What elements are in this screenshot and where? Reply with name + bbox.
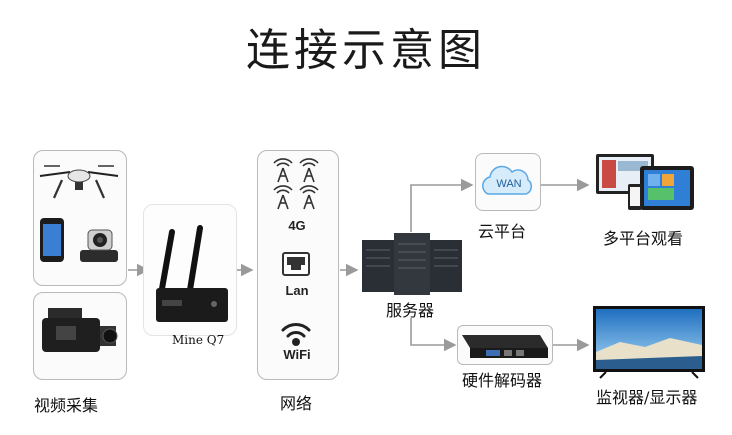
- encoder-label: Mine Q7: [172, 333, 225, 347]
- decoder-label: 硬件解码器: [462, 371, 543, 390]
- network-wifi-label: WiFi: [283, 347, 311, 362]
- drone-icon: [39, 165, 119, 199]
- server-label: 服务器: [386, 301, 435, 320]
- camcorder-icon: [42, 308, 118, 352]
- ethernet-port-icon: [282, 252, 310, 276]
- display-label: 监视器/显示器: [596, 388, 698, 407]
- cloud-badge: WAN: [496, 178, 522, 190]
- wifi-icon: [281, 323, 311, 346]
- page-title: 连接示意图: [246, 25, 486, 76]
- network-label: 网络: [280, 394, 313, 413]
- phone-icon: [628, 184, 642, 210]
- cell-tower-icon: [273, 158, 319, 210]
- cloud-icon: [482, 165, 532, 195]
- smartphone-icon: [40, 218, 64, 262]
- encoder-icon: [156, 225, 228, 322]
- arrow-server-to-cloud: [410, 178, 474, 232]
- tv-display-icon: [593, 306, 705, 379]
- cloud-label: 云平台: [478, 222, 527, 241]
- ptz-camera-icon: [80, 229, 118, 262]
- capture-label: 视频采集: [34, 396, 99, 415]
- arrow-server-to-decoder: [410, 318, 457, 352]
- decoder-icon: [462, 335, 548, 358]
- server-icon: [362, 233, 462, 295]
- multiplatform-label: 多平台观看: [603, 229, 684, 248]
- network-lan-label: Lan: [285, 283, 309, 298]
- tablet-icon: [640, 166, 694, 210]
- network-4g-label: 4G: [288, 218, 306, 233]
